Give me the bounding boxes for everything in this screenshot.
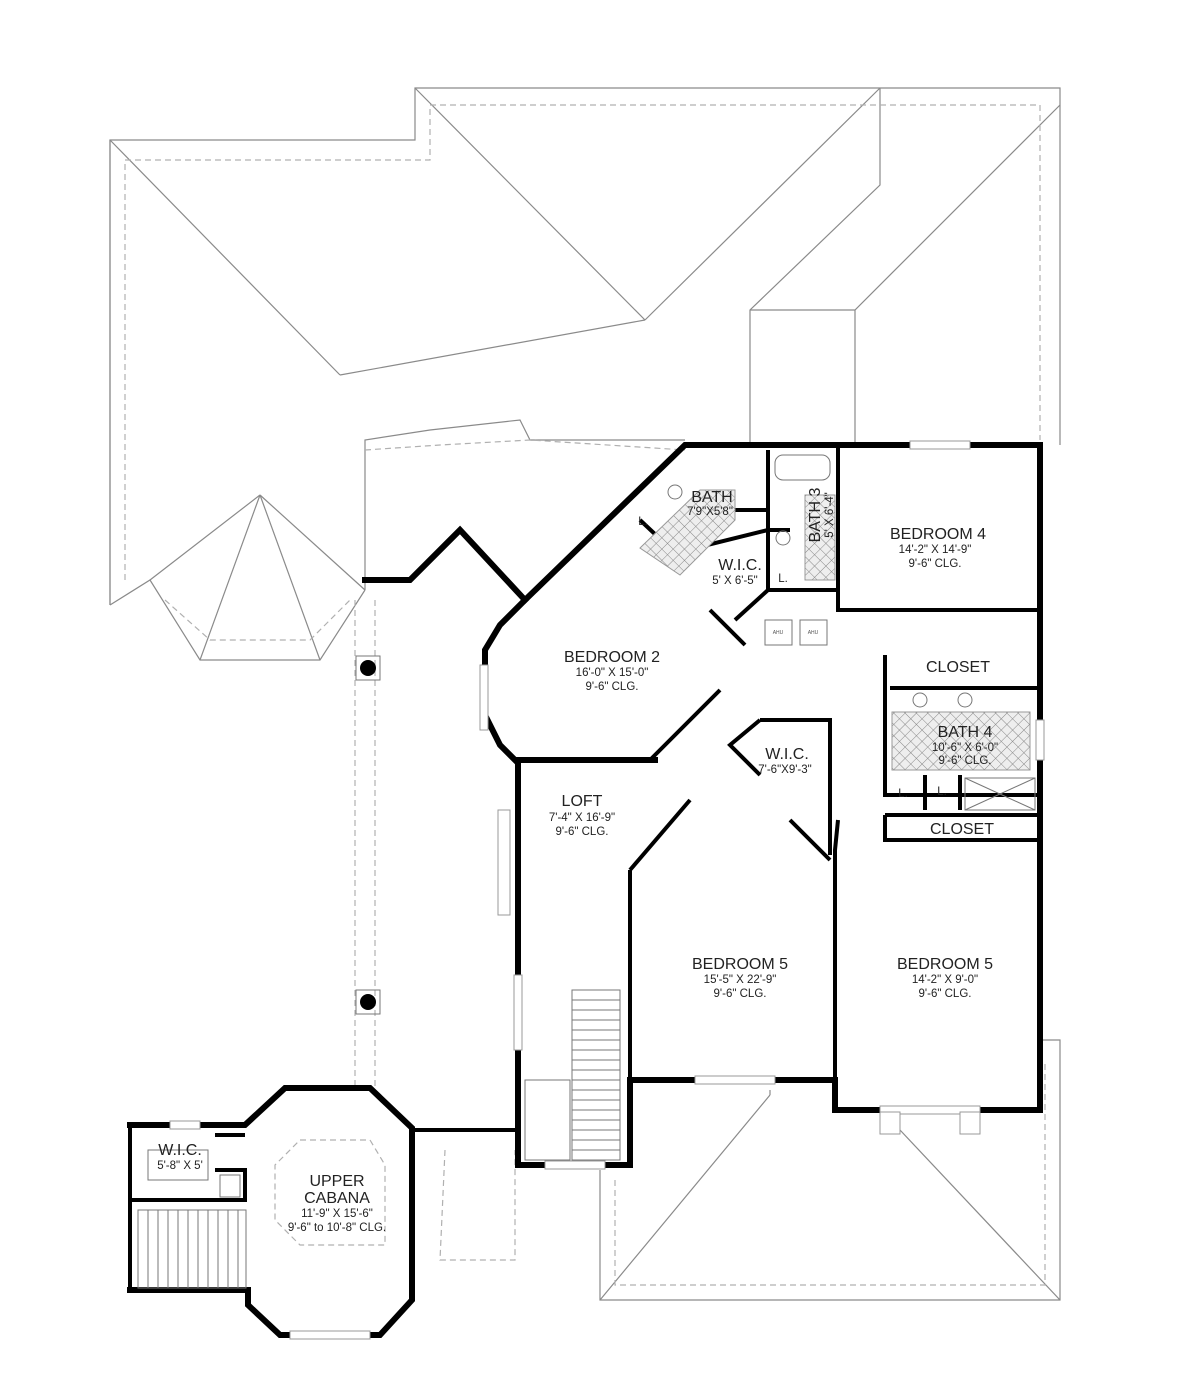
cabana-label-2: CABANA (304, 1190, 370, 1207)
bedroom4-ceiling: 9'-6" CLG. (909, 558, 962, 570)
eave-lines (124, 104, 1046, 1286)
wic-upper-dims: 5' X 6'-5" (712, 575, 758, 587)
bedroom2-label: BEDROOM 2 (564, 649, 660, 666)
exterior-walls (127, 442, 1043, 1338)
ahu-label: AHU (808, 630, 819, 636)
bath-label: BATH (691, 489, 732, 506)
interior-walls (128, 445, 1042, 1290)
closet-lower-label: CLOSET (930, 821, 994, 838)
ahu-label: AHU (773, 630, 784, 636)
linen-label: L. (898, 788, 908, 800)
bath3-label: BATH 3 (807, 487, 824, 542)
linen-label: L. (778, 573, 788, 585)
linen-label: L. (638, 516, 648, 528)
wic-cabana-label: W.I.C. (158, 1142, 202, 1159)
bath3-dims: 5' X 6'-4" (824, 492, 836, 538)
room-labels: BATH 7'9"X5'8" BATH 3 5' X 6'-4" W.I.C. … (157, 487, 998, 1234)
columns (355, 655, 381, 1015)
bedroom5a-dims: 15'-5" X 22'-9" (704, 974, 777, 986)
fixtures (147, 454, 1036, 1198)
cabana-ceiling: 9'-6" to 10'-8" CLG. (288, 1222, 386, 1234)
bath4-ceiling: 9'-6" CLG. (939, 755, 992, 767)
bedroom5b-label: BEDROOM 5 (897, 956, 993, 973)
bedroom4-dims: 14'-2" X 14'-9" (899, 544, 972, 556)
loft-label: LOFT (562, 793, 603, 810)
linen-label: L. (937, 786, 947, 798)
bedroom5b-dims: 14'-2" X 9'-0" (912, 974, 978, 986)
closet-upper-label: CLOSET (926, 659, 990, 676)
wic-mid-label: W.I.C. (765, 746, 809, 763)
wic-mid-dims: 7'-6"X9'-3" (758, 764, 811, 776)
cabana-dims: 11'-9" X 15'-6" (301, 1208, 373, 1220)
bedroom5a-label: BEDROOM 5 (692, 956, 788, 973)
bedroom5b-ceiling: 9'-6" CLG. (919, 988, 972, 1000)
bedroom2-dims: 16'-0" X 15'-0" (576, 667, 649, 679)
wic-upper-label: W.I.C. (718, 557, 762, 574)
wic-cabana-dims: 5'-8" X 5' (157, 1160, 203, 1172)
loft-dims: 7'-4" X 16'-9" (549, 812, 615, 824)
stairs (137, 989, 621, 1289)
loft-ceiling: 9'-6" CLG. (556, 826, 609, 838)
bedroom2-ceiling: 9'-6" CLG. (586, 681, 639, 693)
roof-outline (109, 87, 1061, 1301)
cabana-label-1: UPPER (309, 1173, 364, 1190)
bedroom5a-ceiling: 9'-6" CLG. (714, 988, 767, 1000)
bath-dims: 7'9"X5'8" (687, 506, 733, 518)
bedroom4-label: BEDROOM 4 (890, 526, 986, 543)
windows (169, 440, 1045, 1340)
bath4-dims: 10'-6" X 6'-0" (932, 742, 998, 754)
bath4-label: BATH 4 (938, 724, 993, 741)
